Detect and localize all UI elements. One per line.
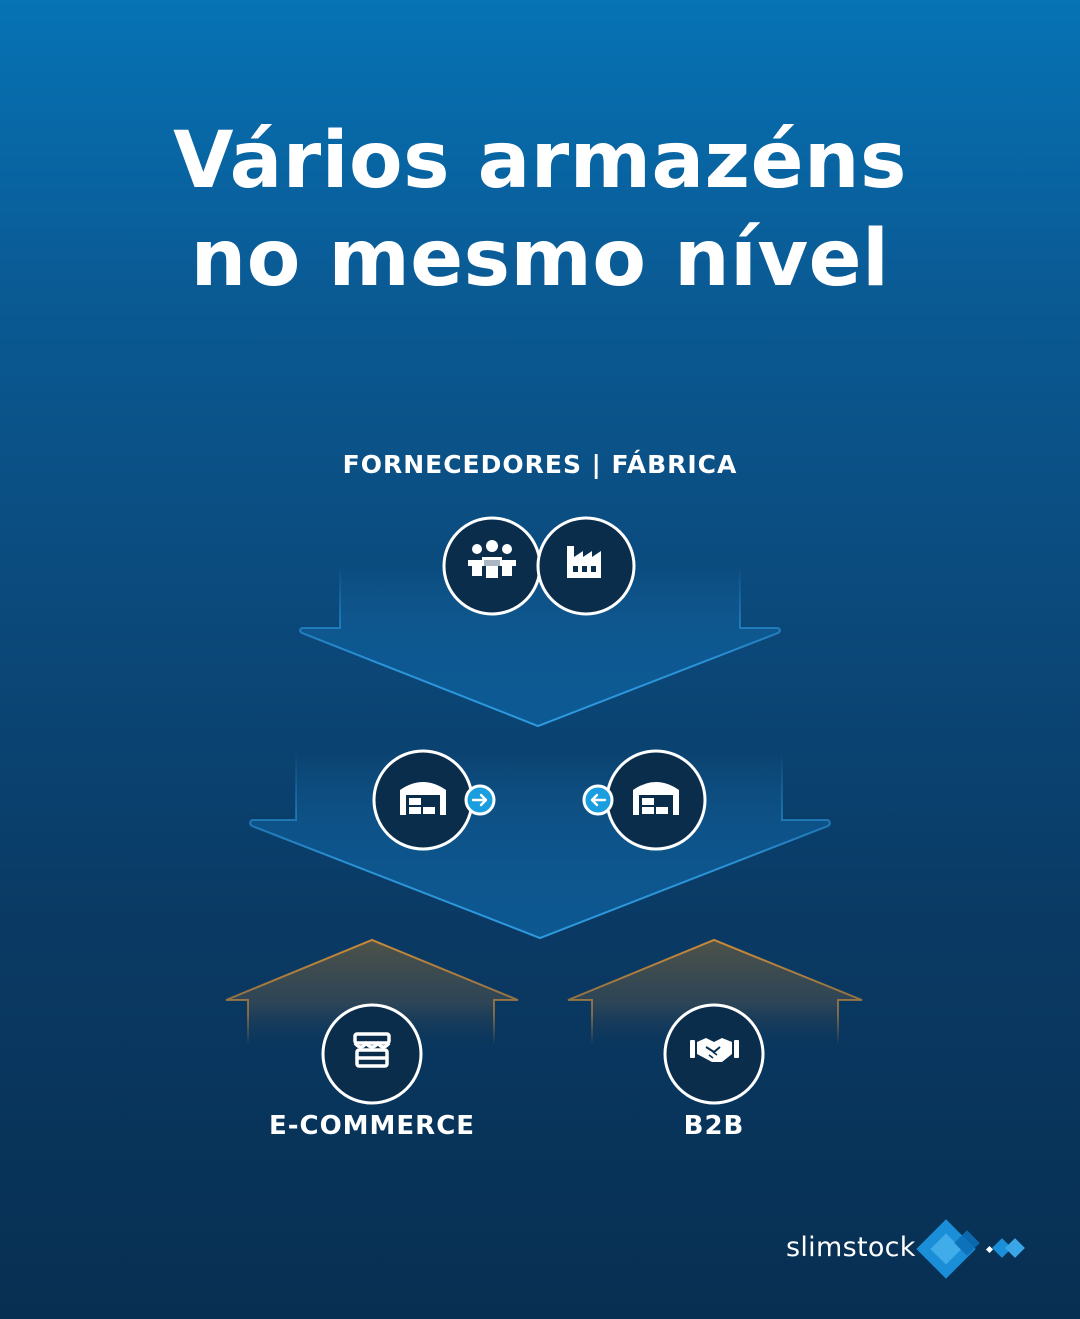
title-line-2: no mesmo nível xyxy=(190,214,890,304)
warehouse-node-1 xyxy=(372,749,496,851)
ecommerce-label: E-COMMERCE xyxy=(268,1111,476,1141)
warehouse-node-2 xyxy=(582,749,707,851)
warehouse-icon xyxy=(633,782,679,815)
transfer-left-badge xyxy=(582,784,614,816)
factory-node xyxy=(536,516,636,616)
b2b-label: B2B xyxy=(683,1111,745,1141)
b2b-node xyxy=(663,1003,765,1105)
factory-icon xyxy=(567,546,601,578)
source-label: FORNECEDORES | FÁBRICA xyxy=(342,450,738,479)
handshake-icon xyxy=(690,1038,739,1062)
slimstock-logo-mark xyxy=(916,1219,1025,1279)
channel-shape-b2b xyxy=(567,938,863,1046)
suppliers-people-icon xyxy=(468,540,516,578)
transfer-right-badge xyxy=(464,784,496,816)
page-title: Vários armazéns no mesmo nível xyxy=(0,112,1080,308)
storefront-icon xyxy=(353,1032,391,1068)
arrow-right-icon xyxy=(471,793,488,807)
brand-name: slimstock xyxy=(786,1232,916,1263)
arrow-left-icon xyxy=(590,793,607,807)
warehouse-icon xyxy=(400,782,446,815)
flow-arrow-warehouses-to-channels xyxy=(249,751,831,940)
ecommerce-node xyxy=(321,1003,423,1105)
flow-arrow-source-to-warehouses xyxy=(299,564,781,728)
suppliers-node xyxy=(442,516,542,616)
title-line-1: Vários armazéns xyxy=(173,116,907,206)
channel-shape-ecommerce xyxy=(225,938,519,1046)
